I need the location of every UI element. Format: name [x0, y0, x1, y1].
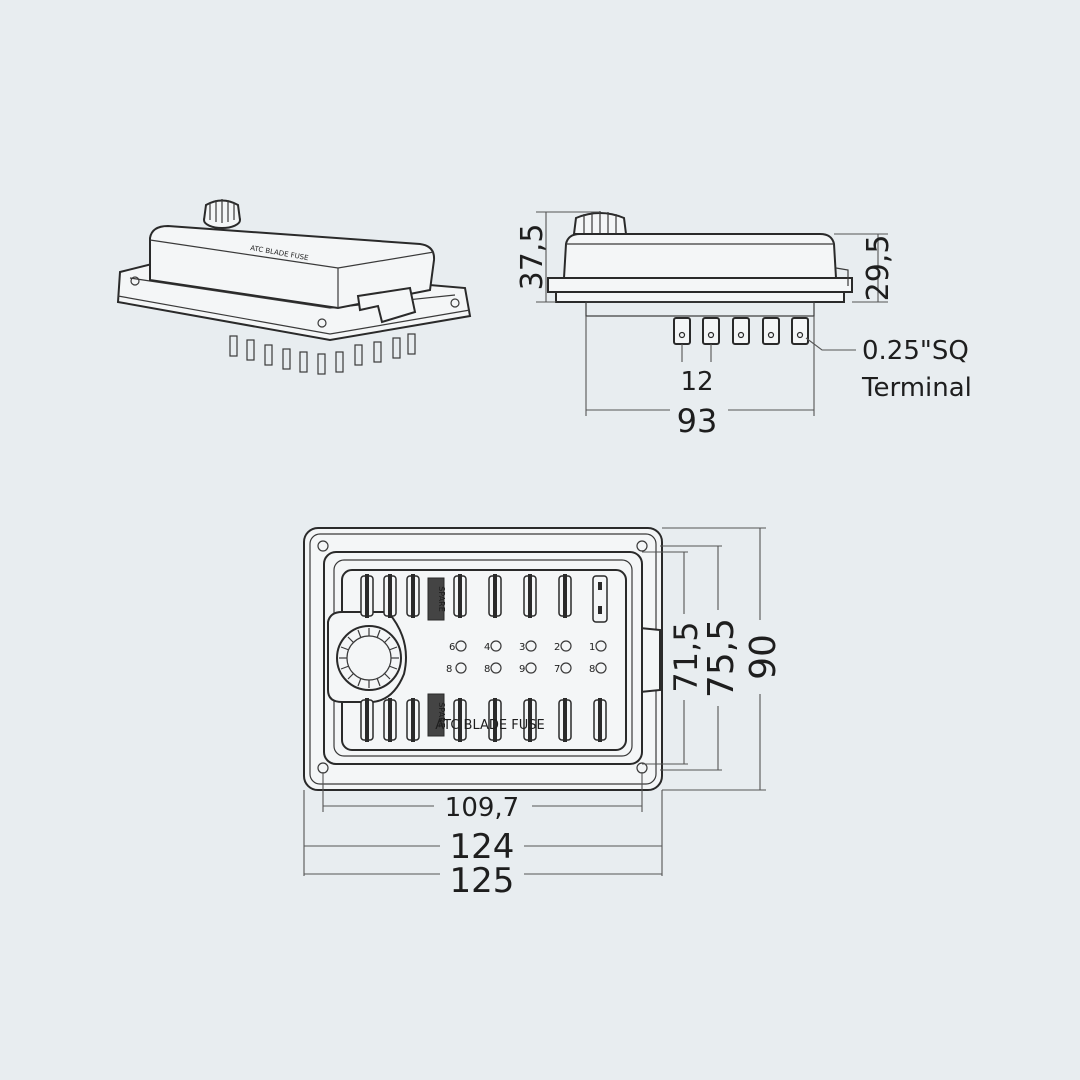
spare-label-upper: SPARE: [437, 586, 446, 611]
dim-width-mid: 124: [450, 827, 515, 867]
terminal-pins: [673, 317, 809, 345]
fuse-label: ATC BLADE FUSE: [435, 718, 544, 733]
circuit-indicators: [455, 640, 607, 674]
circuit-number: 3: [519, 642, 525, 653]
mounting-holes: [317, 540, 648, 774]
dim-height-total: 90: [743, 634, 784, 680]
dim-height-body: 29,5: [861, 235, 896, 302]
dim-height-total: 37,5: [515, 224, 550, 291]
spare-label-lower: SPARE: [437, 702, 446, 727]
dim-height-inner: 71,5: [667, 621, 705, 692]
circuit-number: 8: [446, 664, 452, 675]
circuit-number: 1: [589, 642, 595, 653]
circuit-number: 8: [589, 664, 595, 675]
dim-width-body: 93: [677, 402, 718, 440]
dim-width-total: 125: [450, 861, 515, 901]
dim-height-mid: 75,5: [701, 618, 742, 698]
circuit-number: 6: [449, 642, 455, 653]
dim-terminal-pitch: 12: [680, 367, 713, 397]
circuit-number: 8: [484, 664, 490, 675]
terminal-word-label: Terminal: [861, 373, 972, 403]
circuit-number: 2: [554, 642, 560, 653]
terminal-size-label: 0.25"SQ: [862, 336, 969, 366]
dim-width-holes: 109,7: [445, 793, 519, 823]
top-view: SPARE 6 4 3 2 1 8 8 9 7 8: [303, 527, 784, 901]
side-view: 37,5 29,5 0.25"SQ Terminal 12 93: [515, 211, 972, 440]
circuit-number: 7: [554, 664, 560, 675]
isometric-view: ATC BLADE FUSE: [116, 199, 472, 375]
circuit-number: 4: [484, 642, 490, 653]
circuit-number: 9: [519, 664, 525, 675]
